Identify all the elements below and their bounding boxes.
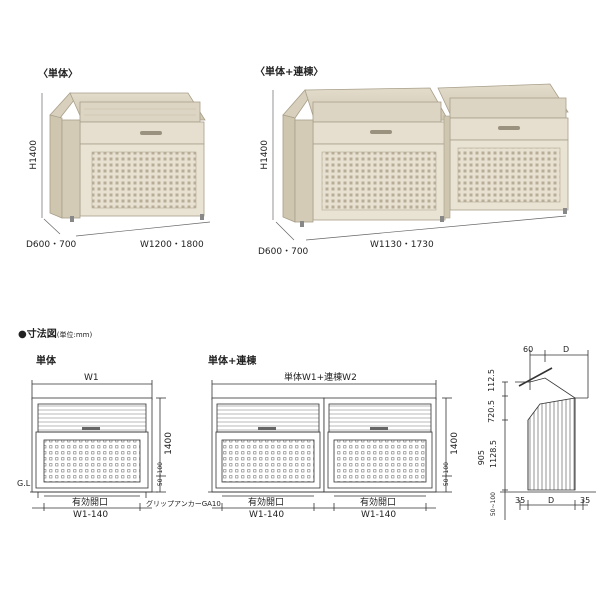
combo-opening-1-label: 有効開口 (248, 498, 285, 508)
side-dim-60: 60 (523, 345, 534, 354)
side-dim-35-left: 35 (515, 496, 526, 505)
anchor-label: グリップアンカーGA10 (146, 500, 221, 508)
single-title: 〈単体〉 (38, 69, 78, 80)
combo-clearance: 50~100 (443, 462, 450, 487)
single-opening-width: W1-140 (73, 510, 109, 520)
single-clearance: 50~100 (157, 462, 164, 487)
side-dim-d-bottom: D (548, 496, 555, 505)
combo-height-1400: 1400 (450, 432, 460, 455)
single-height-label: H1400 (29, 140, 39, 170)
combo-opening-2-label: 有効開口 (360, 498, 397, 508)
section-title-text: ●寸法図 (18, 329, 57, 340)
combo-title: 〈単体+連棟〉 (255, 67, 324, 78)
side-dim-d-top: D (563, 345, 570, 354)
section-unit: (単位:mm) (56, 331, 93, 339)
side-dim-112-5: 112.5 (487, 369, 496, 392)
drawing-combo-label: 単体+連棟 (208, 356, 257, 367)
single-width-label: W1200・1800 (140, 240, 204, 250)
drawing-single-front (30, 380, 166, 511)
drawing-combo-front (208, 380, 452, 511)
product-combo-illustration (272, 83, 569, 241)
side-dim-720-5: 720.5 (487, 400, 496, 423)
single-height-1400: 1400 (164, 432, 174, 455)
side-dim-905: 905 (477, 450, 486, 466)
drawing-side-elevation (500, 350, 596, 520)
combo-opening-2-width: W1-140 (361, 510, 397, 520)
side-dim-35-right: 35 (580, 496, 591, 505)
combo-height-label: H1400 (260, 140, 270, 170)
side-clearance: 50~100 (490, 492, 497, 517)
combo-width-label: W1130・1730 (370, 240, 434, 250)
combo-w-label: 単体W1+連棟W2 (284, 373, 357, 383)
single-w1-label: W1 (84, 373, 99, 383)
single-depth-label: D600・700 (26, 240, 77, 250)
gl-label: G.L (17, 479, 31, 488)
single-opening-label: 有効開口 (72, 498, 109, 508)
combo-depth-label: D600・700 (258, 247, 309, 257)
section-title: ●寸法図(単位:mm) (18, 330, 92, 340)
product-single-illustration (41, 92, 211, 237)
side-dim-1128-5: 1128.5 (489, 440, 498, 468)
combo-opening-1-width: W1-140 (249, 510, 285, 520)
drawing-single-label: 単体 (36, 356, 56, 367)
